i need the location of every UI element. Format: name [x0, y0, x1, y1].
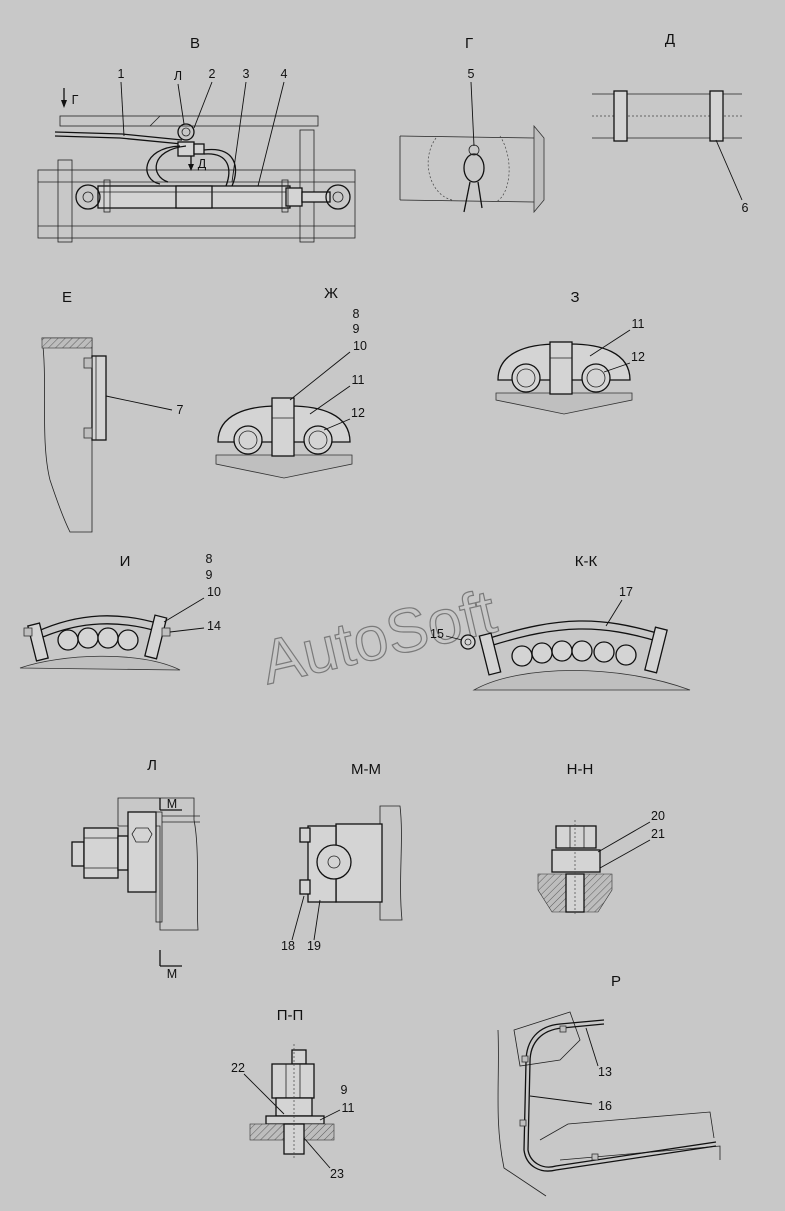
view-e-title: Е: [62, 289, 72, 306]
callout-7: 7: [177, 403, 184, 417]
callout-z-12: 12: [631, 350, 645, 364]
view-kk: К-К 15 17: [430, 553, 691, 691]
arrow-g-label: Г: [72, 93, 79, 107]
callout-21: 21: [651, 827, 665, 841]
callout-17: 17: [619, 585, 633, 599]
callout-pp-9: 9: [341, 1083, 348, 1097]
view-zh: Ж 8 9 10 11 12: [215, 285, 367, 479]
view-nn-title: Н-Н: [567, 761, 594, 778]
mark-l-label: Л: [174, 69, 182, 83]
view-l: Л М М: [71, 757, 200, 981]
callout-zh-12: 12: [351, 406, 365, 420]
callout-zh-8: 8: [353, 307, 360, 321]
view-pp-title: П-П: [277, 1007, 304, 1024]
callout-i-14: 14: [207, 619, 221, 633]
view-mm: М-М 18 19: [281, 761, 403, 953]
callout-2: 2: [209, 67, 216, 81]
callout-3: 3: [243, 67, 250, 81]
callout-23: 23: [330, 1167, 344, 1181]
callout-1: 1: [118, 67, 125, 81]
view-g-title: Г: [465, 35, 473, 52]
callout-18: 18: [281, 939, 295, 953]
callout-zh-10: 10: [353, 339, 367, 353]
callout-19: 19: [307, 939, 321, 953]
view-d-title: Д: [665, 31, 675, 48]
view-r: Р 13 16: [497, 973, 721, 1197]
view-r-title: Р: [611, 973, 621, 990]
callout-20: 20: [651, 809, 665, 823]
callout-4: 4: [281, 67, 288, 81]
callout-i-8: 8: [206, 552, 213, 566]
mark-m-top: М: [167, 797, 177, 811]
callout-16: 16: [598, 1099, 612, 1113]
view-pp: П-П 22 9 11 23: [231, 1007, 354, 1181]
callout-6: 6: [742, 201, 749, 215]
view-v-title: В: [190, 35, 200, 52]
callout-z-11: 11: [632, 317, 645, 331]
view-g: Г 5: [399, 35, 545, 214]
view-zh-title: Ж: [324, 285, 338, 302]
view-i: И 8 9 10 14: [19, 552, 221, 671]
view-mm-title: М-М: [351, 761, 381, 778]
callout-zh-9: 9: [353, 322, 360, 336]
callout-i-9: 9: [206, 568, 213, 582]
view-nn: Н-Н 20 21: [537, 761, 665, 916]
view-z-title: З: [570, 289, 579, 306]
callout-pp-11: 11: [342, 1101, 355, 1115]
view-l-title: Л: [147, 757, 157, 774]
view-e: Е 7: [41, 289, 184, 533]
arrow-d-label: Д: [198, 157, 207, 171]
view-d: Д 6: [592, 31, 749, 215]
mark-m-bottom: М: [167, 967, 177, 981]
callout-zh-11: 11: [352, 373, 365, 387]
view-v: В Г: [37, 35, 356, 243]
view-kk-title: К-К: [575, 553, 598, 570]
view-z: З 11 12: [495, 289, 645, 415]
callout-13: 13: [598, 1065, 612, 1079]
callout-15: 15: [430, 627, 444, 641]
callout-5: 5: [468, 67, 475, 81]
callout-22: 22: [231, 1061, 245, 1075]
view-i-title: И: [120, 553, 131, 570]
callout-i-10: 10: [207, 585, 221, 599]
